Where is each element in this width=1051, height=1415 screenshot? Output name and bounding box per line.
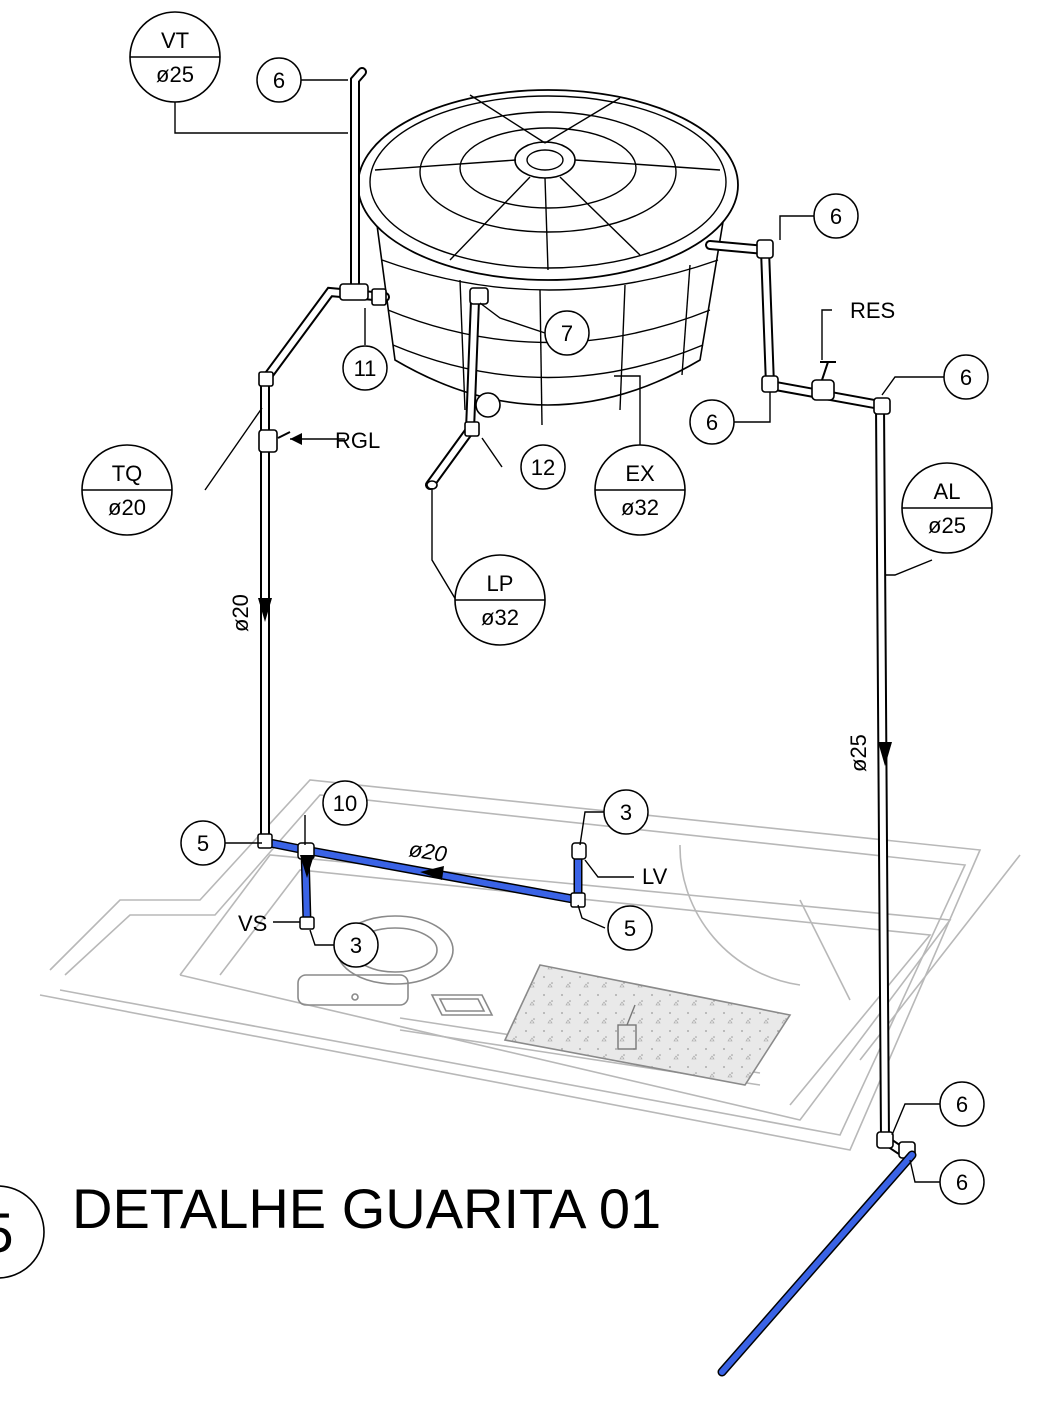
callout-tq-bottom: ø20 <box>108 495 146 520</box>
tank-ring-3 <box>392 344 704 379</box>
callout-vt-bottom: ø25 <box>156 62 194 87</box>
detail-marker: 5 <box>0 1185 45 1279</box>
lp-pipe-end <box>426 480 438 490</box>
size-right-riser: ø25 <box>846 734 871 772</box>
flow-arrow-left-riser <box>258 598 272 622</box>
lv-outlet <box>571 842 587 860</box>
callout-5-left: 5 <box>197 831 209 856</box>
callout-7: 7 <box>561 321 573 346</box>
rgl-valve-body <box>258 429 278 453</box>
outer-wall-line <box>39 779 982 1151</box>
size-left-riser: ø20 <box>228 594 253 632</box>
door-leaf <box>799 899 851 1001</box>
label-res: RES <box>850 298 895 323</box>
callout-10: 10 <box>333 791 357 816</box>
item-callout-circles <box>180 57 989 1205</box>
shower-drain-grate <box>626 1004 636 1026</box>
outer-wall-inner <box>59 794 967 1136</box>
fitting-12-valve <box>475 392 501 418</box>
callout-6-res-left: 6 <box>706 410 718 435</box>
toilet-drain <box>351 993 359 1001</box>
callout-6-overflow: 6 <box>830 204 842 229</box>
tee-fitting-top-left <box>339 283 369 301</box>
drawing-title: DETALHE GUARITA 01 <box>72 1177 661 1240</box>
res-valve-handle <box>821 361 829 381</box>
detail-number: 5 <box>0 1201 14 1264</box>
room-wall-line <box>179 854 952 1121</box>
elbow-res-right <box>873 397 891 415</box>
callout-al-top: AL <box>934 479 961 504</box>
callout-lp: LP ø32 <box>454 554 546 646</box>
elbow-5-right <box>570 892 586 908</box>
room-wall-inner <box>219 869 932 1106</box>
fitting-7 <box>469 287 489 305</box>
floor-plan <box>39 779 1021 1151</box>
elbow-res-left <box>761 375 779 393</box>
callout-12: 12 <box>531 455 555 480</box>
tank-connection-left <box>371 288 387 306</box>
shower-area <box>503 964 792 1086</box>
callout-ex-bottom: ø32 <box>621 495 659 520</box>
tank-lid-ring-1 <box>419 111 677 233</box>
callout-vt: VT ø25 <box>129 11 221 103</box>
callout-ex: EX ø32 <box>594 444 686 536</box>
callout-6-bottom-a: 6 <box>956 1092 968 1117</box>
door-swing-arc <box>679 844 801 986</box>
label-lv: LV <box>642 864 668 889</box>
elbow-left <box>258 371 274 387</box>
label-rgl: RGL <box>335 428 380 453</box>
callout-11: 11 <box>354 356 377 381</box>
callout-al-bottom: ø25 <box>928 513 966 538</box>
elbow-bottom-a <box>876 1131 894 1149</box>
callout-lp-bottom: ø32 <box>481 605 519 630</box>
label-vs: VS <box>238 911 267 936</box>
floor-drain <box>430 994 494 1016</box>
callout-tq: TQ ø20 <box>81 444 173 536</box>
elbow-lp <box>464 421 480 437</box>
tank-ring-1 <box>381 259 719 291</box>
callout-3-lv: 3 <box>620 800 632 825</box>
size-branch: ø20 <box>407 836 449 867</box>
elbow-right-top <box>756 239 774 259</box>
callout-lp-top: LP <box>487 571 514 596</box>
tank-lid-hatch <box>514 141 576 179</box>
flow-arrows <box>258 598 892 880</box>
vs-outlet <box>299 916 315 930</box>
rgl-arrowhead <box>290 433 302 445</box>
callout-ex-top: EX <box>625 461 655 486</box>
callout-vt-top: VT <box>161 28 189 53</box>
toilet-fixture <box>297 915 454 1006</box>
callout-3-vs: 3 <box>350 933 362 958</box>
tank-lid-ring-2 <box>459 127 637 209</box>
callout-6-res-right: 6 <box>960 365 972 390</box>
water-tank <box>357 89 739 426</box>
res-valve-body <box>811 379 835 401</box>
callout-tq-top: TQ <box>112 461 143 486</box>
callout-6-vent: 6 <box>273 68 285 93</box>
callout-6-bottom-b: 6 <box>956 1170 968 1195</box>
flow-arrow-branch <box>420 866 444 880</box>
toilet-tank <box>297 974 409 1006</box>
flow-arrow-vs <box>300 855 314 878</box>
callout-5-right: 5 <box>624 916 636 941</box>
flow-arrow-right-riser <box>878 742 892 766</box>
callout-al: AL ø25 <box>901 462 993 554</box>
rgl-valve-handle <box>277 431 291 439</box>
